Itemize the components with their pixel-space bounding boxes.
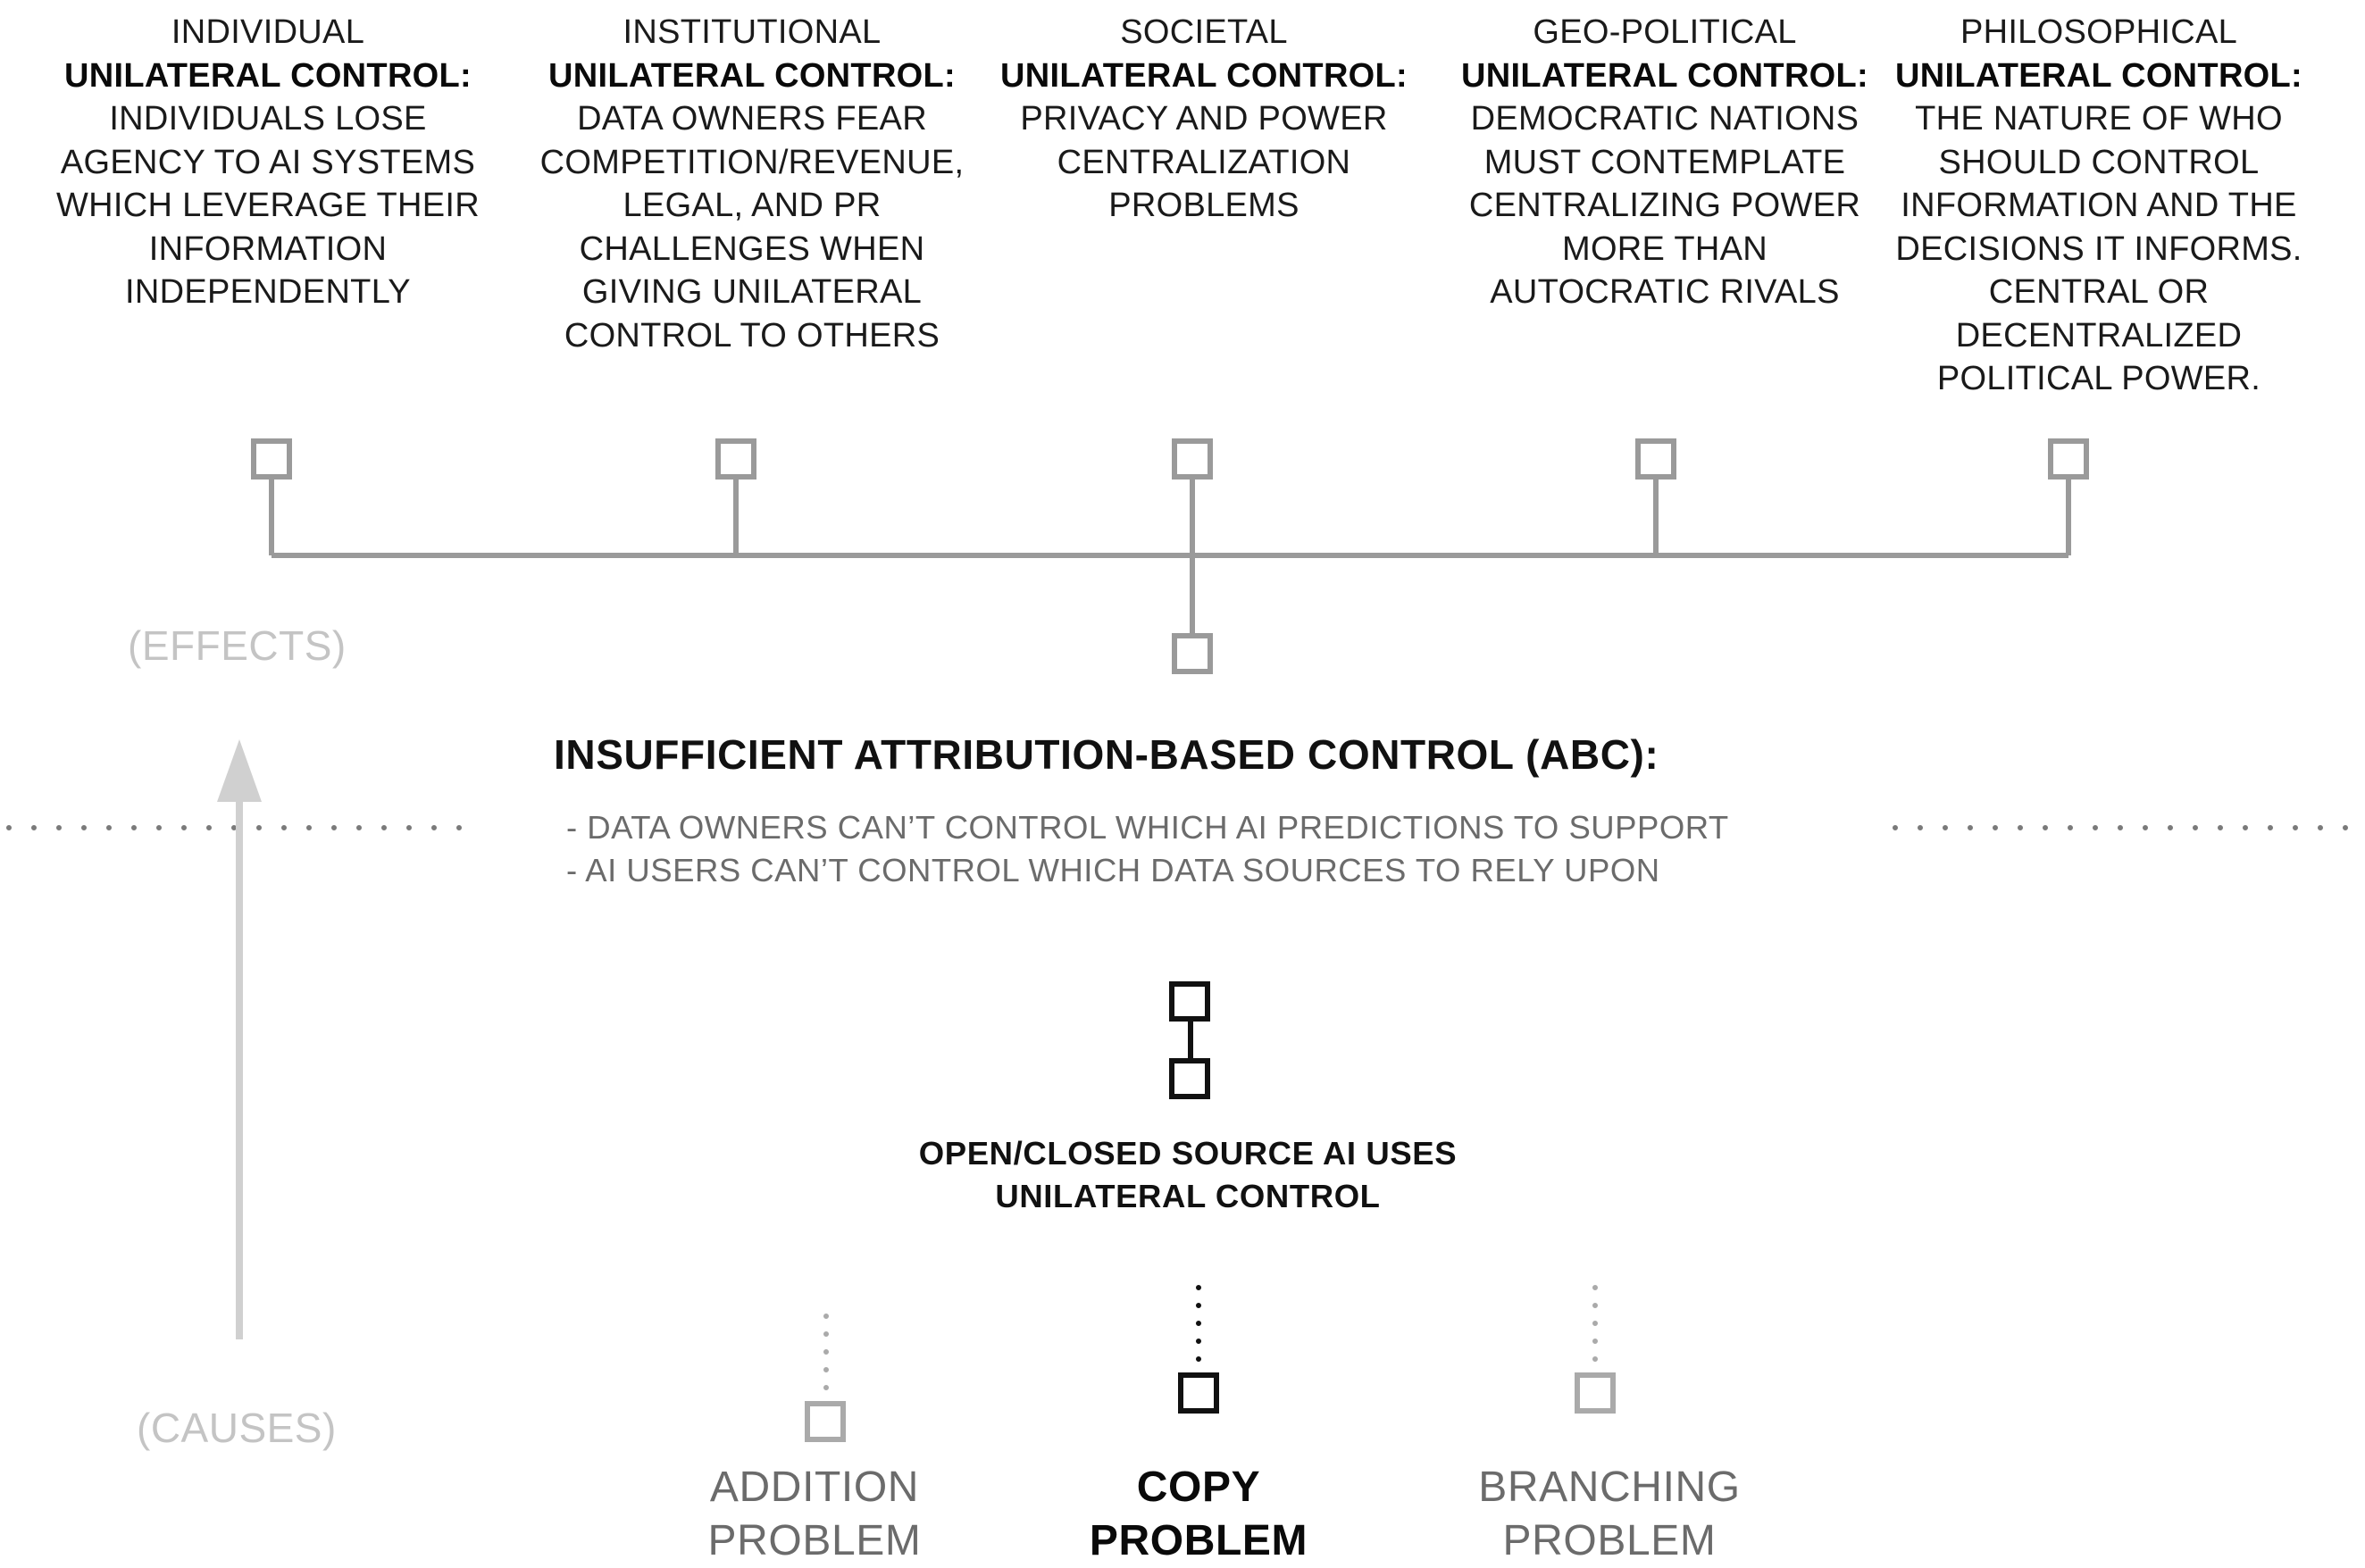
effect-line: THE NATURE OF WHO: [1915, 100, 2283, 138]
effect-line: LEGAL, AND PR: [623, 187, 882, 224]
node-open-closed: [1169, 1058, 1210, 1099]
cause-line: BRANCHING: [1478, 1464, 1741, 1511]
cause-copy: COPY PROBLEM: [1038, 1461, 1359, 1568]
effect-category: PHILOSOPHICAL: [1960, 13, 2238, 51]
effect-line: CENTRALIZING POWER: [1468, 187, 1861, 224]
node-individual: [251, 438, 292, 480]
effect-line: CENTRAL OR: [1988, 273, 2210, 311]
effect-line: DEMOCRATIC NATIONS: [1470, 100, 1859, 138]
effect-category: GEO-POLITICAL: [1533, 13, 1797, 51]
node-branching: [1575, 1372, 1616, 1414]
effects-label: (EFFECTS): [128, 622, 347, 669]
abc-title: INSUFFICIENT ATTRIBUTION-BASED CONTROL (…: [554, 731, 1659, 778]
effect-heading: UNILATERAL CONTROL:: [999, 56, 1408, 95]
cause-line: PROBLEM: [1089, 1517, 1308, 1564]
effect-individual: INDIVIDUAL UNILATERAL CONTROL: INDIVIDUA…: [36, 11, 500, 314]
effect-heading: UNILATERAL CONTROL:: [1460, 56, 1869, 95]
effect-category: SOCIETAL: [1120, 13, 1288, 51]
effect-line: PROBLEMS: [1108, 187, 1299, 224]
effect-category: INDIVIDUAL: [171, 13, 365, 51]
effect-line: DECENTRALIZED: [1955, 316, 2243, 354]
node-geopolitical: [1635, 438, 1676, 480]
open-closed-label: OPEN/CLOSED SOURCE AI USES UNILATERAL CO…: [831, 1132, 1545, 1218]
cause-branching: BRANCHING PROBLEM: [1449, 1461, 1770, 1568]
effect-line: AUTOCRATIC RIVALS: [1490, 273, 1840, 311]
effect-societal: SOCIETAL UNILATERAL CONTROL: PRIVACY AND…: [972, 11, 1436, 228]
effect-line: DECISIONS IT INFORMS.: [1895, 229, 2302, 268]
effect-line: AGENCY TO AI SYSTEMS: [60, 143, 476, 181]
effect-category: INSTITUTIONAL: [623, 13, 882, 51]
effect-line: COMPETITION/REVENUE,: [539, 143, 965, 181]
causation-arrow-head: [217, 739, 262, 802]
node-societal: [1172, 438, 1213, 480]
node-institutional: [715, 438, 756, 480]
effect-line: INFORMATION AND THE: [1901, 187, 2297, 224]
cause-line: PROBLEM: [1502, 1517, 1717, 1564]
effect-line: CONTROL TO OTHERS: [564, 316, 940, 354]
effect-line: WHICH LEVERAGE THEIR: [55, 187, 481, 224]
effect-line: GIVING UNILATERAL: [581, 273, 923, 311]
cause-line: ADDITION: [709, 1464, 920, 1511]
cause-line: PROBLEM: [707, 1517, 922, 1564]
effect-line: PRIVACY AND POWER: [1020, 100, 1388, 138]
abc-line: - AI USERS CAN’T CONTROL WHICH DATA SOUR…: [566, 852, 1660, 888]
effect-line: INDEPENDENTLY: [125, 273, 411, 311]
effect-geopolitical: GEO-POLITICAL UNILATERAL CONTROL: DEMOCR…: [1433, 11, 1897, 314]
effect-heading: UNILATERAL CONTROL:: [63, 56, 472, 95]
effect-institutional: INSTITUTIONAL UNILATERAL CONTROL: DATA O…: [520, 11, 984, 357]
node-copy: [1178, 1372, 1219, 1414]
abc-link: [1169, 981, 1210, 1099]
effect-line: DATA OWNERS FEAR: [577, 100, 927, 138]
node-abc: [1169, 981, 1210, 1022]
effect-line: MUST CONTEMPLATE: [1483, 143, 1846, 181]
cause-line: COPY: [1136, 1464, 1261, 1511]
effect-line: INFORMATION: [148, 229, 388, 268]
effect-heading: UNILATERAL CONTROL:: [1894, 56, 2303, 95]
open-closed-line: OPEN/CLOSED SOURCE AI USES: [918, 1135, 1458, 1172]
effect-line: CHALLENGES WHEN: [579, 229, 925, 268]
abc-line: - DATA OWNERS CAN’T CONTROL WHICH AI PRE…: [566, 809, 1729, 846]
effect-line: POLITICAL POWER.: [1936, 360, 2261, 397]
effect-line: INDIVIDUALS LOSE: [109, 100, 427, 138]
effect-line: MORE THAN: [1561, 229, 1767, 268]
effect-line: CENTRALIZATION: [1057, 143, 1351, 181]
node-philosophical: [2048, 438, 2089, 480]
node-addition: [805, 1401, 846, 1442]
effect-line: SHOULD CONTROL: [1938, 143, 2260, 181]
node-effects-root: [1172, 633, 1213, 674]
effects-tree: [251, 438, 2089, 674]
open-closed-line: UNILATERAL CONTROL: [995, 1178, 1381, 1214]
causes-label: (CAUSES): [137, 1405, 337, 1451]
effect-heading: UNILATERAL CONTROL:: [547, 56, 957, 95]
effect-philosophical: PHILOSOPHICAL UNILATERAL CONTROL: THE NA…: [1867, 11, 2331, 401]
cause-addition: ADDITION PROBLEM: [654, 1461, 975, 1568]
